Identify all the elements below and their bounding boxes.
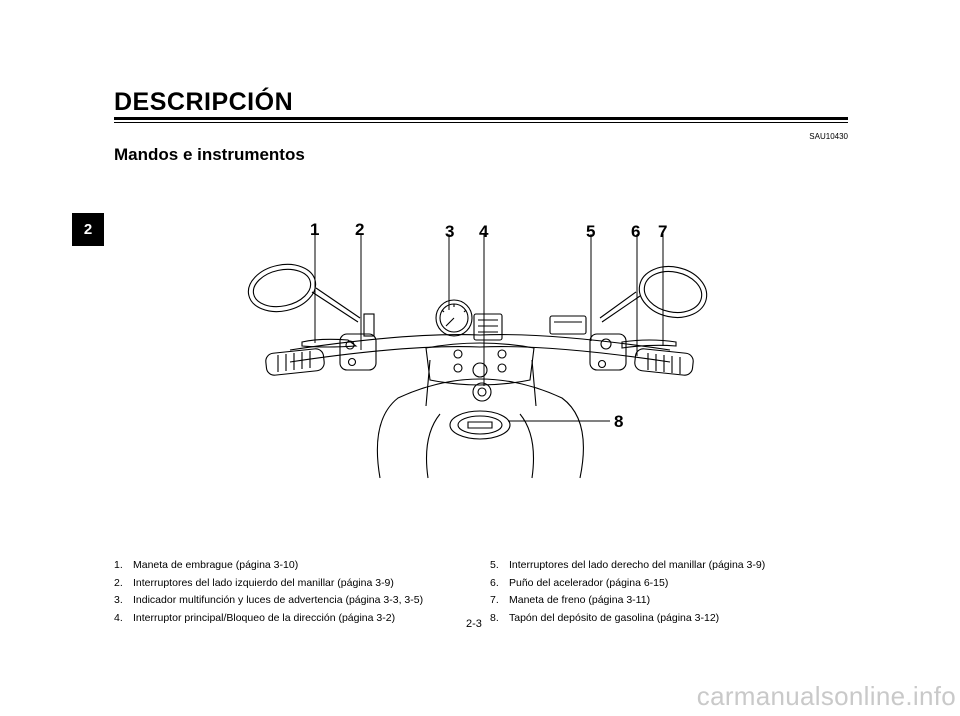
indicator-panel [473, 313, 503, 341]
legend-item: 5.Interruptores del lado derecho del man… [490, 559, 766, 571]
legend-item: 8.Tapón del depósito de gasolina (página… [490, 611, 720, 624]
callout-3: 3 [445, 222, 454, 241]
handlebar [289, 334, 671, 363]
legend-right: 5.Interruptores del lado derecho del man… [490, 557, 765, 627]
legend-item: 4.Interruptor principal/Bloqueo de la di… [114, 611, 396, 624]
callout-4: 4 [479, 222, 489, 241]
brake-reservoir [549, 315, 587, 335]
legend-item: 1.Maneta de embrague (página 3-10) [114, 559, 299, 571]
fuel-tank [376, 378, 584, 479]
page-subtitle: Mandos e instrumentos [114, 145, 305, 164]
left-grip [265, 348, 325, 376]
clutch-lever [301, 338, 358, 348]
title-rule-thick [114, 117, 848, 120]
callout-1: 1 [310, 220, 319, 239]
page-number: 2-3 [466, 618, 482, 630]
right-grip [634, 348, 694, 376]
legend-item: 6.Puño del acelerador (página 6-15) [490, 576, 669, 589]
left-switch-housing [339, 333, 377, 371]
leader-lines [314, 234, 664, 422]
triple-clamp [425, 342, 535, 386]
handlebar-diagram: 1 2 3 4 5 6 7 8 [247, 220, 708, 479]
callout-5: 5 [586, 222, 595, 241]
callout-8: 8 [614, 412, 623, 431]
code-reference: SAU10430 [809, 132, 848, 141]
right-mirror [638, 265, 708, 319]
legend-item: 3.Indicador multifunción y luces de adve… [114, 594, 424, 606]
meter [435, 299, 473, 337]
callout-6: 6 [631, 222, 640, 241]
legend-item: 7.Maneta de freno (página 3-11) [490, 594, 651, 606]
left-mirror-stem [311, 287, 361, 323]
right-mirror-stem [599, 291, 641, 323]
right-switch-housing [589, 333, 627, 371]
callout-2: 2 [355, 220, 364, 239]
legend-item: 2.Interruptores del lado izquierdo del m… [114, 576, 394, 589]
left-mirror [247, 263, 317, 313]
brake-lever [621, 339, 677, 349]
legend-left: 1.Maneta de embrague (página 3-10) 2.Int… [114, 557, 423, 627]
section-title: DESCRIPCIÓN [114, 88, 294, 116]
fuel-cap [449, 410, 511, 440]
watermark: carmanualsonline.info [696, 681, 956, 711]
title-rule-thin [114, 122, 848, 123]
main-switch [472, 382, 492, 402]
callout-7: 7 [658, 222, 667, 241]
chapter-tab: 2 [72, 213, 104, 246]
